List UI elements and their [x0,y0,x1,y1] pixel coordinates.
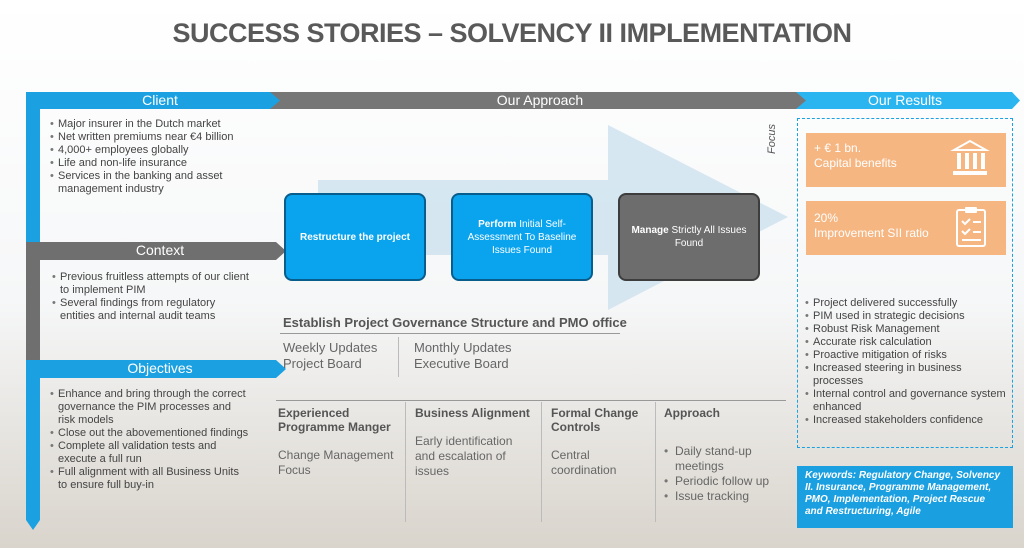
list-item: Internal control and governance system e… [805,388,1010,414]
bank-icon [950,139,990,175]
list-item: Periodic follow up [664,474,790,489]
client-banner-label: Client [142,92,178,108]
left-bar-arrow-tip [26,520,40,530]
column-change-controls: Formal Change Controls Central coordinat… [551,406,651,478]
approach-banner [270,92,812,109]
objectives-banner [26,360,286,378]
list-item: Robust Risk Management [805,323,1010,336]
column-title: Business Alignment [415,406,530,420]
restructure-project-box: Restructure the project [284,193,426,281]
objectives-list: Enhance and bring through the correct go… [50,388,250,492]
list-item: Enhance and bring through the correct go… [50,388,250,427]
results-banner-label: Our Results [868,92,942,108]
list-item: Life and non-life insurance [50,157,260,170]
approach-list: Daily stand-up meetings Periodic follow … [664,444,790,504]
clipboard-icon [956,207,986,247]
manage-issues-label: Strictly All Issues Found [668,225,747,249]
context-list: Previous fruitless attempts of our clien… [52,271,252,323]
sii-ratio-value: 20% [814,211,839,225]
page-title: SUCCESS STORIES – SOLVENCY II IMPLEMENTA… [172,18,852,48]
governance-separator [398,337,399,377]
column-programme-manager: Experienced Programme Manger Change Mana… [278,406,400,478]
governance-heading: Establish Project Governance Structure a… [283,315,627,330]
governance-divider [280,333,620,334]
list-item: Daily stand-up meetings [664,444,790,474]
keywords-box: Keywords: Regulatory Change, Solvency II… [797,466,1013,528]
focus-label: Focus [766,124,778,154]
monthly-updates-sub: Executive Board [414,356,509,371]
monthly-updates-label: Monthly Updates [414,340,512,355]
list-item: Major insurer in the Dutch market [50,118,260,131]
objectives-heading: Objectives [127,360,193,376]
client-list: Major insurer in the Dutch market Net wr… [50,118,260,196]
list-item: 4,000+ employees globally [50,144,260,157]
results-banner [796,92,1020,109]
list-item: Increased steering in business processes [805,362,1010,388]
column-separator [405,402,406,522]
column-title: Experienced Programme Manger [278,406,391,434]
column-approach: Approach Daily stand-up meetings Periodi… [664,406,790,504]
list-item: Increased stakeholders confidence [805,414,1010,427]
left-blue-bar-2 [26,360,40,520]
manage-issues-box: Manage Strictly All Issues Found [618,193,760,281]
weekly-updates-label: Weekly Updates [283,340,378,355]
list-item: Full alignment with all Business Units t… [50,466,250,492]
column-text: Change Management Focus [278,448,394,477]
list-item: Net written premiums near €4 billion [50,131,260,144]
list-item: Project delivered successfully [805,297,1010,310]
restructure-project-label: Restructure the project [299,231,411,243]
sii-ratio-label: Improvement SII ratio [814,226,929,240]
context-banner [26,242,286,260]
column-separator [541,402,542,522]
list-item: Previous fruitless attempts of our clien… [52,271,252,297]
left-grey-bar [26,242,40,360]
weekly-updates: Weekly Updates Project Board [283,340,377,372]
list-item: Several findings from regulatory entitie… [52,297,252,323]
capital-benefits-card: + € 1 bn. Capital benefits [806,133,1006,187]
approach-banner-label: Our Approach [496,92,584,108]
weekly-updates-sub: Project Board [283,356,362,371]
list-item: Services in the banking and asset manage… [50,170,260,196]
self-assessment-label: Initial Self-Assessment To Baseline Issu… [467,218,577,256]
results-frame [797,118,1013,448]
list-item: PIM used in strategic decisions [805,310,1010,323]
self-assessment-box: Perform Initial Self-Assessment To Basel… [451,193,593,281]
manage-issues-verb: Manage [631,225,669,236]
column-title: Formal Change Controls [551,406,639,434]
context-heading: Context [135,242,185,258]
columns-divider [276,400,786,401]
column-title: Approach [664,406,721,420]
list-item: Close out the abovementioned findings [50,427,250,440]
results-list: Project delivered successfully PIM used … [805,297,1010,427]
capital-benefits-label: Capital benefits [814,156,897,170]
column-separator [655,402,656,522]
list-item: Accurate risk calculation [805,336,1010,349]
client-banner [26,92,286,109]
list-item: Issue tracking [664,489,790,504]
self-assessment-verb: Perform [478,218,517,230]
left-blue-bar [26,92,40,242]
capital-benefits-value: + € 1 bn. [814,141,862,155]
list-item: Complete all validation tests and execut… [50,440,250,466]
column-text: Central coordination [551,448,617,477]
monthly-updates: Monthly Updates Executive Board [414,340,512,372]
list-item: Proactive mitigation of risks [805,349,1010,362]
column-text: Early identification and escalation of i… [415,434,513,478]
column-business-alignment: Business Alignment Early identification … [415,406,533,479]
sii-ratio-card: 20% Improvement SII ratio [806,201,1006,255]
